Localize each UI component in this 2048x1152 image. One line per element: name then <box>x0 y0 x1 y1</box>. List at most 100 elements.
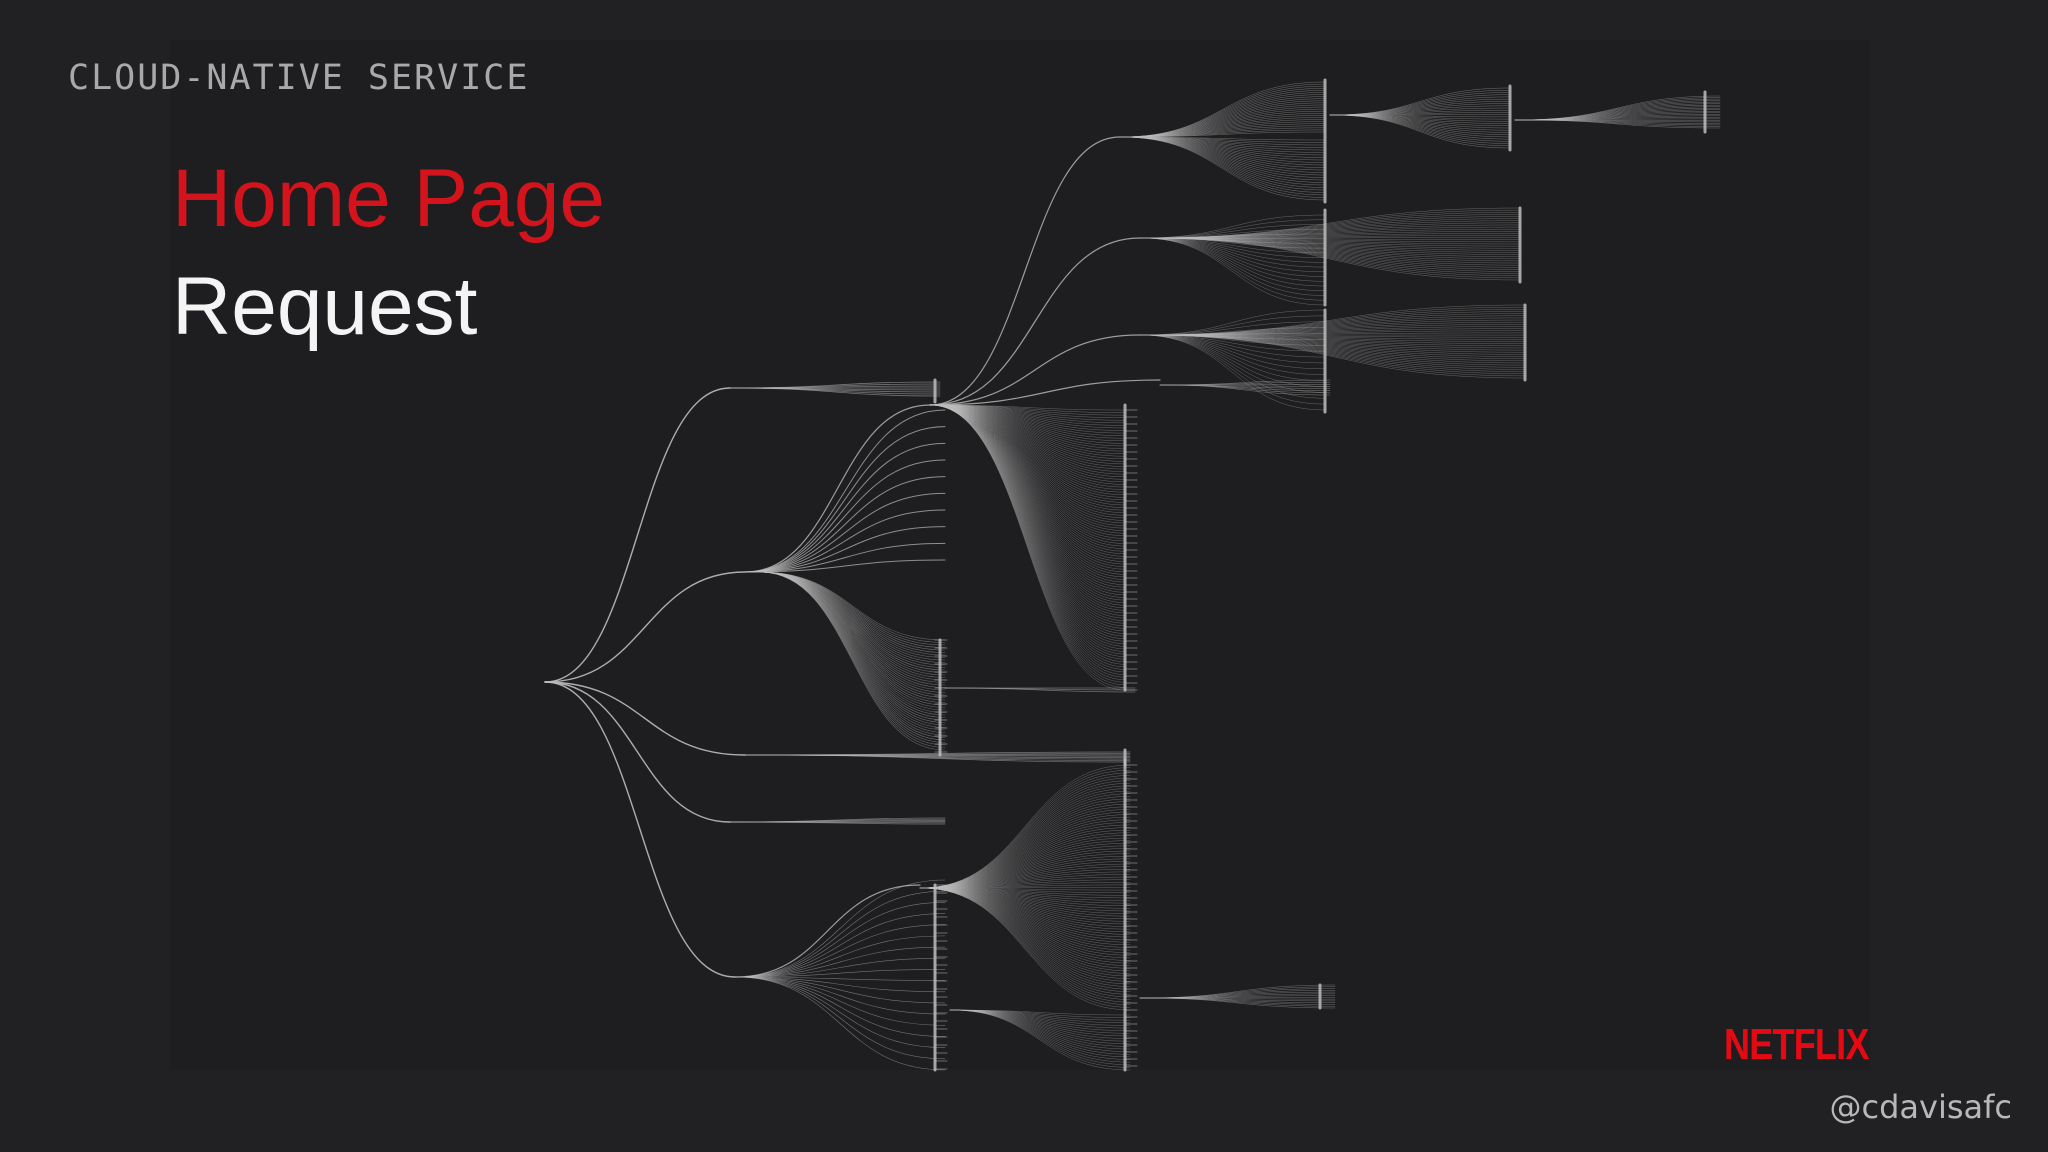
tree-edge <box>734 957 946 978</box>
tree-edge <box>1139 237 1521 279</box>
tree-edge <box>919 887 1131 948</box>
tree-edge <box>929 404 1126 552</box>
tree-edge <box>929 379 1161 406</box>
tree-edge <box>919 887 1131 896</box>
tree-edge <box>919 887 1131 979</box>
tree-edge <box>1139 334 1526 347</box>
tree-edge <box>744 409 946 573</box>
tree-edge <box>919 785 1131 889</box>
tree-edge <box>929 404 1126 460</box>
tree-edge <box>734 976 946 1037</box>
tree-edge <box>919 887 1131 893</box>
tree-edge <box>929 404 1126 567</box>
tree-edge <box>1139 237 1521 257</box>
tree-edge <box>919 882 1131 889</box>
tree-edge <box>929 404 1126 452</box>
tree-edge <box>919 803 1131 889</box>
tree-edge <box>919 887 1131 906</box>
tree-edge <box>734 976 946 993</box>
tree-edge <box>919 887 1131 927</box>
tree-edge <box>929 404 1126 678</box>
tree-edge <box>929 404 1126 668</box>
tree-edge <box>759 571 946 701</box>
tree-edge <box>734 976 946 981</box>
tree-edge <box>919 798 1131 889</box>
tree-edge <box>759 571 946 678</box>
tree-edge <box>1139 334 1326 364</box>
tree-edge <box>1139 321 1326 336</box>
tree-edge <box>929 404 1126 573</box>
tree-edge <box>1119 81 1326 138</box>
tree-edge <box>919 887 1131 987</box>
tree-edge <box>1139 207 1521 239</box>
tree-edge <box>744 404 931 573</box>
tree-edge <box>919 869 1131 889</box>
tree-edge <box>919 887 1131 899</box>
tree-edge <box>919 887 1131 904</box>
tree-edge <box>1119 136 1326 186</box>
tree-edge <box>1139 334 1526 364</box>
tree-edge <box>1139 222 1521 239</box>
tree-edge <box>929 404 1126 632</box>
tree-edge <box>734 935 946 978</box>
tree-edge <box>949 1009 1131 1037</box>
tree-edge <box>1139 334 1326 375</box>
tree-edge <box>1139 231 1521 239</box>
tree-edge <box>744 509 946 573</box>
tree-edge <box>1139 334 1526 370</box>
tree-edge <box>919 887 1131 995</box>
tree-edge <box>759 571 946 643</box>
tree-edge <box>929 404 1126 485</box>
tree-edge <box>744 542 946 573</box>
tree-edge <box>759 571 946 653</box>
tree-edge <box>919 767 1131 889</box>
tree-edge <box>1139 334 1526 366</box>
tree-edge <box>1139 237 1326 287</box>
tree-edge <box>744 526 946 573</box>
tree-edge <box>919 887 1131 909</box>
tree-edge <box>929 404 1126 416</box>
tree-edge <box>929 404 1126 665</box>
content-panel <box>170 40 1870 1070</box>
tree-edge <box>734 902 946 978</box>
tree-edge <box>1119 136 1326 183</box>
tree-edge <box>929 404 1126 442</box>
tree-edge <box>1139 306 1526 336</box>
tree-edge <box>734 976 946 1071</box>
tree-edge <box>929 404 1126 454</box>
tree-edge <box>919 837 1131 889</box>
tree-edge <box>1139 214 1326 239</box>
tree-edge <box>919 853 1131 889</box>
tree-edge <box>919 850 1131 889</box>
tree-edge <box>919 887 1131 912</box>
tree-edge <box>919 887 1131 935</box>
tree-edge <box>929 404 1126 621</box>
tree-edge <box>1139 237 1326 258</box>
tree-edge <box>949 1009 1131 1045</box>
tree-edge <box>1119 108 1326 138</box>
tree-edge <box>949 1009 1131 1068</box>
tree-edge <box>919 824 1131 889</box>
tree-edge <box>929 404 1126 431</box>
tree-edge <box>544 571 746 683</box>
tree-edge <box>919 782 1131 889</box>
tree-edge <box>1139 334 1526 368</box>
tree-edge <box>1139 334 1526 359</box>
tree-edge <box>929 404 1126 557</box>
tree-edge <box>1329 114 1511 140</box>
tree-edge <box>759 571 946 683</box>
tree-edge <box>759 571 946 661</box>
tree-edge <box>1139 334 1526 362</box>
tree-edge <box>759 571 946 693</box>
tree-edge <box>919 819 1131 889</box>
tree-edge <box>1139 237 1521 247</box>
tree-edge <box>759 571 946 728</box>
tree-edge <box>734 924 946 978</box>
tree-edge <box>929 404 1126 472</box>
tree-edge <box>919 858 1131 889</box>
tree-edge <box>919 887 1131 1003</box>
tree-edge <box>919 887 1131 891</box>
tree-edge <box>929 237 1141 406</box>
tree-edge <box>919 887 1131 956</box>
tree-edge <box>1139 334 1526 340</box>
